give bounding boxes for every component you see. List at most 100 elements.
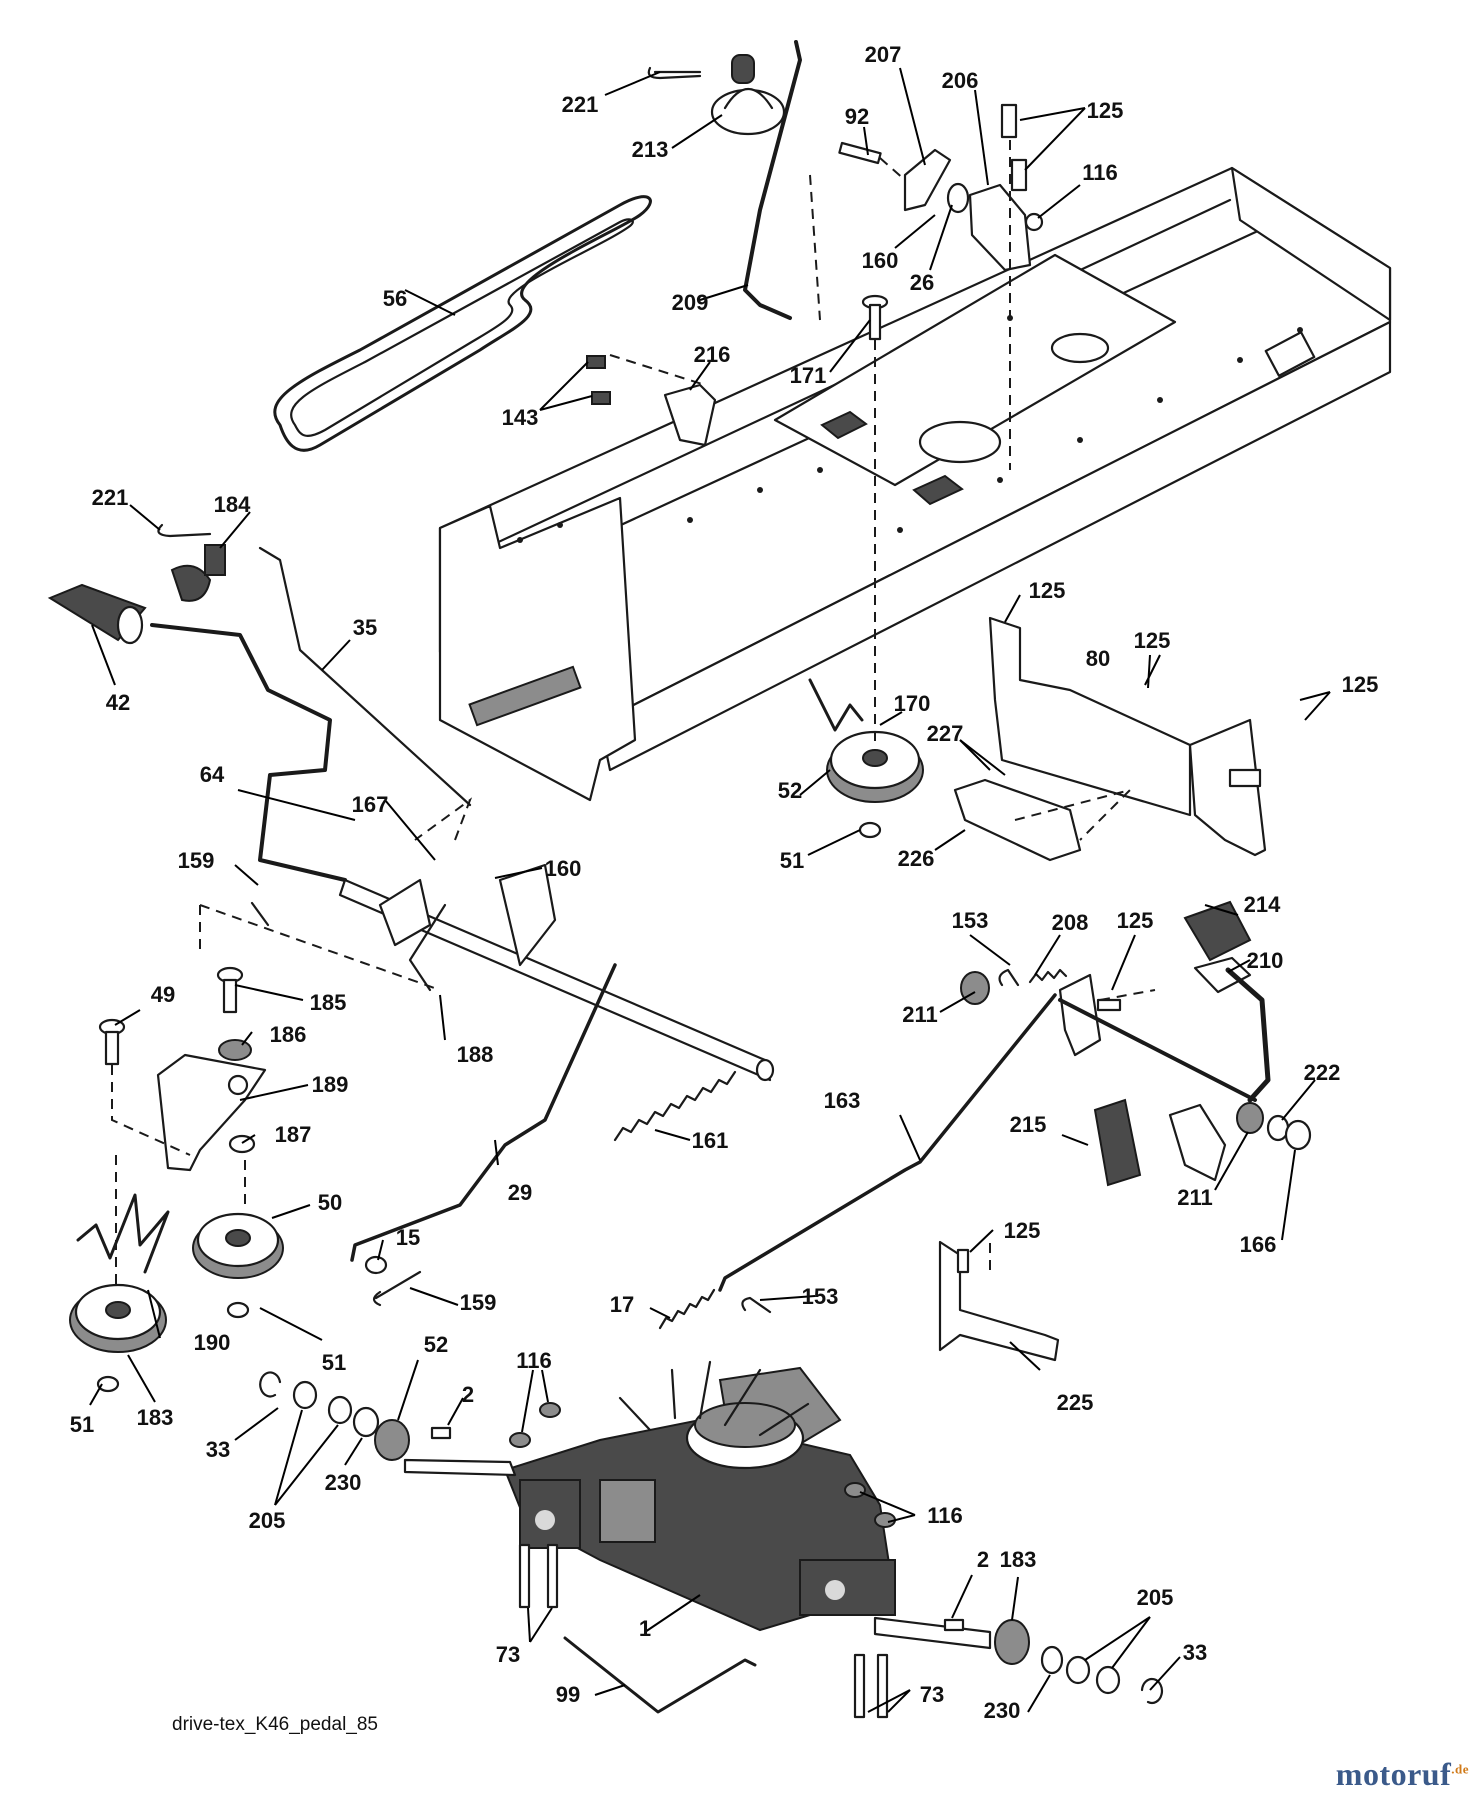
nut-116-left <box>509 1402 561 1448</box>
idler-pulley-52-right <box>826 730 924 839</box>
bushing-211-top <box>960 971 990 1005</box>
washer-205-left-a <box>327 1395 353 1425</box>
bolt-125-pedal <box>1096 998 1122 1012</box>
callout-64: 64 <box>200 762 225 787</box>
callout-186: 186 <box>270 1022 307 1047</box>
pto-bracket-80 <box>988 616 1267 857</box>
callout-166: 166 <box>1240 1232 1277 1257</box>
callout-225: 225 <box>1057 1390 1094 1415</box>
bolts-73-left <box>518 1543 559 1609</box>
callout-187: 187 <box>275 1122 312 1147</box>
callout-159: 159 <box>178 848 215 873</box>
washer-205-right-a <box>1065 1655 1091 1685</box>
callout-73: 73 <box>496 1642 520 1667</box>
callout-labels: 2212132079220612511616026209562161431712… <box>70 42 1379 1723</box>
callout-211: 211 <box>1177 1185 1213 1210</box>
lift-lever-64 <box>150 623 347 882</box>
callout-116: 116 <box>516 1348 552 1373</box>
callout-222: 222 <box>1304 1060 1341 1085</box>
callout-221: 221 <box>562 92 599 117</box>
callout-33: 33 <box>206 1437 230 1462</box>
spring-17 <box>658 1288 716 1330</box>
control-knob <box>710 54 786 136</box>
main-frame <box>438 166 1392 802</box>
callout-215: 215 <box>1010 1112 1047 1137</box>
callout-208: 208 <box>1052 910 1089 935</box>
callout-216: 216 <box>694 342 731 367</box>
cotter-pin-159 <box>372 1270 422 1307</box>
handle-grip <box>47 583 147 645</box>
callout-221: 221 <box>92 485 129 510</box>
callout-153: 153 <box>802 1284 839 1309</box>
spring-arm-170 <box>808 678 864 732</box>
figure-caption: drive-tex_K46_pedal_85 <box>172 1714 378 1735</box>
key-2-right <box>943 1618 965 1632</box>
callout-161: 161 <box>692 1128 729 1153</box>
callout-185: 185 <box>310 990 347 1015</box>
bolts-73-right <box>853 1653 889 1719</box>
callout-125: 125 <box>1117 908 1154 933</box>
idler-pulley-52-left <box>69 1283 167 1393</box>
assembly-lines <box>111 140 1156 1290</box>
callout-205: 205 <box>249 1508 286 1533</box>
washer-230-left <box>352 1406 380 1438</box>
callout-170: 170 <box>894 691 931 716</box>
callout-227: 227 <box>927 721 964 746</box>
callout-160: 160 <box>862 248 899 273</box>
callout-26: 26 <box>910 270 934 295</box>
clip-184 <box>170 544 226 602</box>
bracket-225 <box>938 1240 1060 1362</box>
callout-116: 116 <box>927 1503 963 1528</box>
key-2-left <box>430 1426 452 1440</box>
rod-163 <box>718 993 1057 1292</box>
callout-213: 213 <box>632 137 669 162</box>
watermark-name: motoruf <box>1335 1756 1452 1792</box>
callout-214: 214 <box>1244 892 1281 917</box>
callout-29: 29 <box>508 1180 532 1205</box>
callout-2: 2 <box>977 1547 989 1572</box>
callout-35: 35 <box>353 615 377 640</box>
callout-125: 125 <box>1029 578 1066 603</box>
callout-42: 42 <box>106 690 130 715</box>
callout-163: 163 <box>824 1088 861 1113</box>
callout-210: 210 <box>1247 948 1284 973</box>
callout-125: 125 <box>1134 628 1171 653</box>
callout-56: 56 <box>383 286 407 311</box>
callout-125: 125 <box>1087 98 1124 123</box>
spring-208 <box>1028 968 1068 984</box>
cotter-pin-159-top <box>250 901 270 927</box>
callout-17: 17 <box>610 1292 634 1317</box>
drive-belt-inner <box>290 218 634 437</box>
callout-205: 205 <box>1137 1585 1174 1610</box>
callout-15: 15 <box>396 1225 420 1250</box>
nut-116-right <box>844 1482 896 1528</box>
e-clip-33-right <box>1140 1677 1164 1705</box>
bushing-211-bottom <box>1236 1102 1264 1134</box>
bolt-171 <box>861 294 889 341</box>
callout-80: 80 <box>1086 646 1110 671</box>
transaxle-assembly <box>403 1360 992 1650</box>
callout-211: 211 <box>902 1002 938 1027</box>
callout-184: 184 <box>214 492 251 517</box>
drive-belt <box>273 195 652 452</box>
cable-35 <box>258 546 472 807</box>
bolt-185 <box>216 966 244 1014</box>
callout-49: 49 <box>151 982 175 1007</box>
callout-153: 153 <box>952 908 989 933</box>
bearing-183-left <box>374 1419 410 1461</box>
bearing-183-right <box>994 1619 1030 1665</box>
leader-lines <box>89 67 1331 1713</box>
watermark-logo: motoruf.de <box>1336 1756 1469 1793</box>
washer-166 <box>1284 1119 1312 1151</box>
callout-33: 33 <box>1183 1640 1207 1665</box>
callout-2: 2 <box>462 1382 474 1407</box>
callout-183: 183 <box>137 1405 174 1430</box>
callout-160: 160 <box>545 856 582 881</box>
callout-226: 226 <box>898 846 935 871</box>
spring-arm-190 <box>76 1193 170 1274</box>
callout-125: 125 <box>1004 1218 1041 1243</box>
lever-bracket <box>838 103 1044 272</box>
callout-51: 51 <box>70 1412 94 1437</box>
callout-207: 207 <box>865 42 902 67</box>
callout-230: 230 <box>984 1698 1021 1723</box>
